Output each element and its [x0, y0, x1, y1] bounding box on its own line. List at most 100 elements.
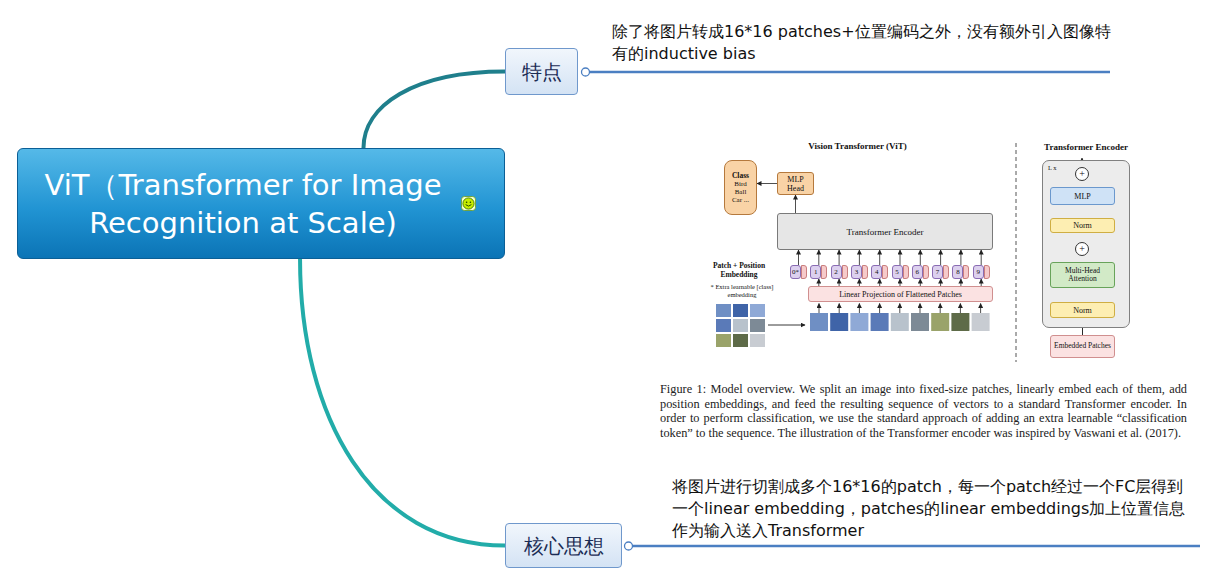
smiley-part [463, 198, 474, 209]
node-text: + [1079, 169, 1085, 179]
figure-title: Vision Transformer (ViT) [790, 141, 925, 152]
central-topic: ViT（Transformer for Image Recognition at… [17, 148, 505, 259]
smiley-part [462, 197, 476, 211]
norm-box: Norm [1050, 218, 1115, 233]
image-patch [733, 304, 748, 317]
flow-connector [879, 279, 880, 286]
flow-arrow [839, 304, 840, 314]
flow-connector [960, 279, 961, 286]
flow-connector [940, 250, 941, 265]
note-underline [633, 545, 1200, 548]
flow-connector [859, 250, 860, 265]
flow-arrow [940, 304, 941, 314]
encoder-box: Transformer Encoder [777, 213, 993, 250]
flow-connector [981, 250, 982, 265]
image-patch [810, 313, 828, 331]
token-box: 9 [973, 265, 990, 279]
note-underline [590, 71, 1110, 74]
node-text: 核心思想 [524, 533, 604, 559]
class-output-box: ClassBird Ball Car ... [724, 160, 757, 215]
flow-arrow [980, 304, 981, 314]
node-text: Norm [1073, 306, 1092, 315]
image-patch [750, 319, 765, 332]
node-text: 6 [912, 265, 923, 279]
smiley-part [470, 201, 472, 203]
node-text: 0* [790, 265, 801, 279]
figure-caption: Figure 1: Model overview. We split an im… [660, 382, 1187, 440]
figure-label: Patch + Position Embedding [704, 262, 774, 279]
flow-connector [839, 279, 840, 286]
image-patch [951, 313, 969, 331]
node-text: Transformer Encoder [1023, 142, 1149, 153]
node-text: MLP [1074, 192, 1090, 201]
flow-connector [900, 250, 901, 265]
flow-connector [839, 250, 840, 265]
node-text: Class [732, 171, 749, 180]
flow-arrow [879, 304, 880, 314]
note-text: 将图片进行切割成多个16*16的patch，每一个patch经过一个FC层得到一… [672, 476, 1197, 542]
figure-footnote: * Extra learnable [class] embedding [710, 283, 774, 298]
token-box: 6 [912, 265, 929, 279]
flow-arrow [768, 325, 805, 326]
flow-connector [920, 279, 921, 286]
node-text: 7 [932, 265, 943, 279]
smiley-part [466, 205, 472, 207]
image-patch [716, 334, 731, 347]
flow-connector [900, 279, 901, 286]
embedded-patches-box: Embedded Patches [1050, 335, 1115, 358]
add-circle: + [1075, 167, 1089, 181]
smiley-part [466, 201, 468, 203]
image-patch [830, 313, 848, 331]
flow-connector [920, 250, 921, 265]
node-text: Linear Projection of Flattened Patches [839, 290, 962, 299]
collapse-marker [625, 542, 633, 550]
flow-arrow [859, 304, 860, 314]
mlp-box: MLP [1050, 187, 1115, 205]
token-box: 1 [810, 265, 827, 279]
note-text: 除了将图片转成16*16 patches+位置编码之外，没有额外引入图像特有的i… [612, 21, 1112, 65]
projection-box: Linear Projection of Flattened Patches [808, 286, 993, 302]
flow-connector [940, 279, 941, 286]
flow-connector [981, 279, 982, 286]
mlp-head-box: MLP Head [777, 172, 814, 195]
token-box: 3 [851, 265, 868, 279]
branch-topic: 特点 [505, 48, 578, 95]
node-text: Bird Ball Car ... [732, 180, 750, 204]
token-box: 0* [790, 265, 807, 279]
token-box: 4 [871, 265, 888, 279]
node-text: L x [1048, 164, 1057, 172]
image-patch [972, 313, 990, 331]
node-text: + [1079, 244, 1085, 254]
image-patch [733, 319, 748, 332]
flow-arrow [920, 304, 921, 314]
node-text: 3 [851, 265, 862, 279]
node-text: Transformer Encoder [847, 227, 924, 237]
token-box: 7 [932, 265, 949, 279]
node-text: 2 [831, 265, 842, 279]
image-patch [871, 313, 889, 331]
encoder-block-panel: Transformer EncoderL x+MLPNorm+Multi-Hea… [1042, 160, 1130, 328]
node-text: Embedded Patches [1054, 342, 1111, 351]
token-box: 8 [952, 265, 969, 279]
node-text: 5 [892, 265, 903, 279]
branch-connector [363, 72, 505, 149]
flow-connector [818, 279, 819, 286]
flow-arrow [819, 304, 820, 314]
node-text: ViT（Transformer for Image Recognition at… [32, 166, 454, 242]
image-patch [716, 304, 731, 317]
flow-connector [795, 195, 796, 213]
flow-connector [960, 250, 961, 265]
flow-connector [818, 250, 819, 265]
image-patch [931, 313, 949, 331]
collapse-marker [582, 68, 590, 76]
node-text: 9 [973, 265, 984, 279]
image-patch [750, 334, 765, 347]
image-patch [750, 304, 765, 317]
divider-line [1016, 143, 1017, 362]
image-patch [911, 313, 929, 331]
attention-box: Multi-Head Attention [1050, 262, 1115, 288]
smiley-icon [461, 196, 476, 211]
flow-connector [798, 250, 799, 265]
branch-topic: 核心思想 [505, 523, 622, 568]
node-text: MLP Head [784, 175, 807, 193]
